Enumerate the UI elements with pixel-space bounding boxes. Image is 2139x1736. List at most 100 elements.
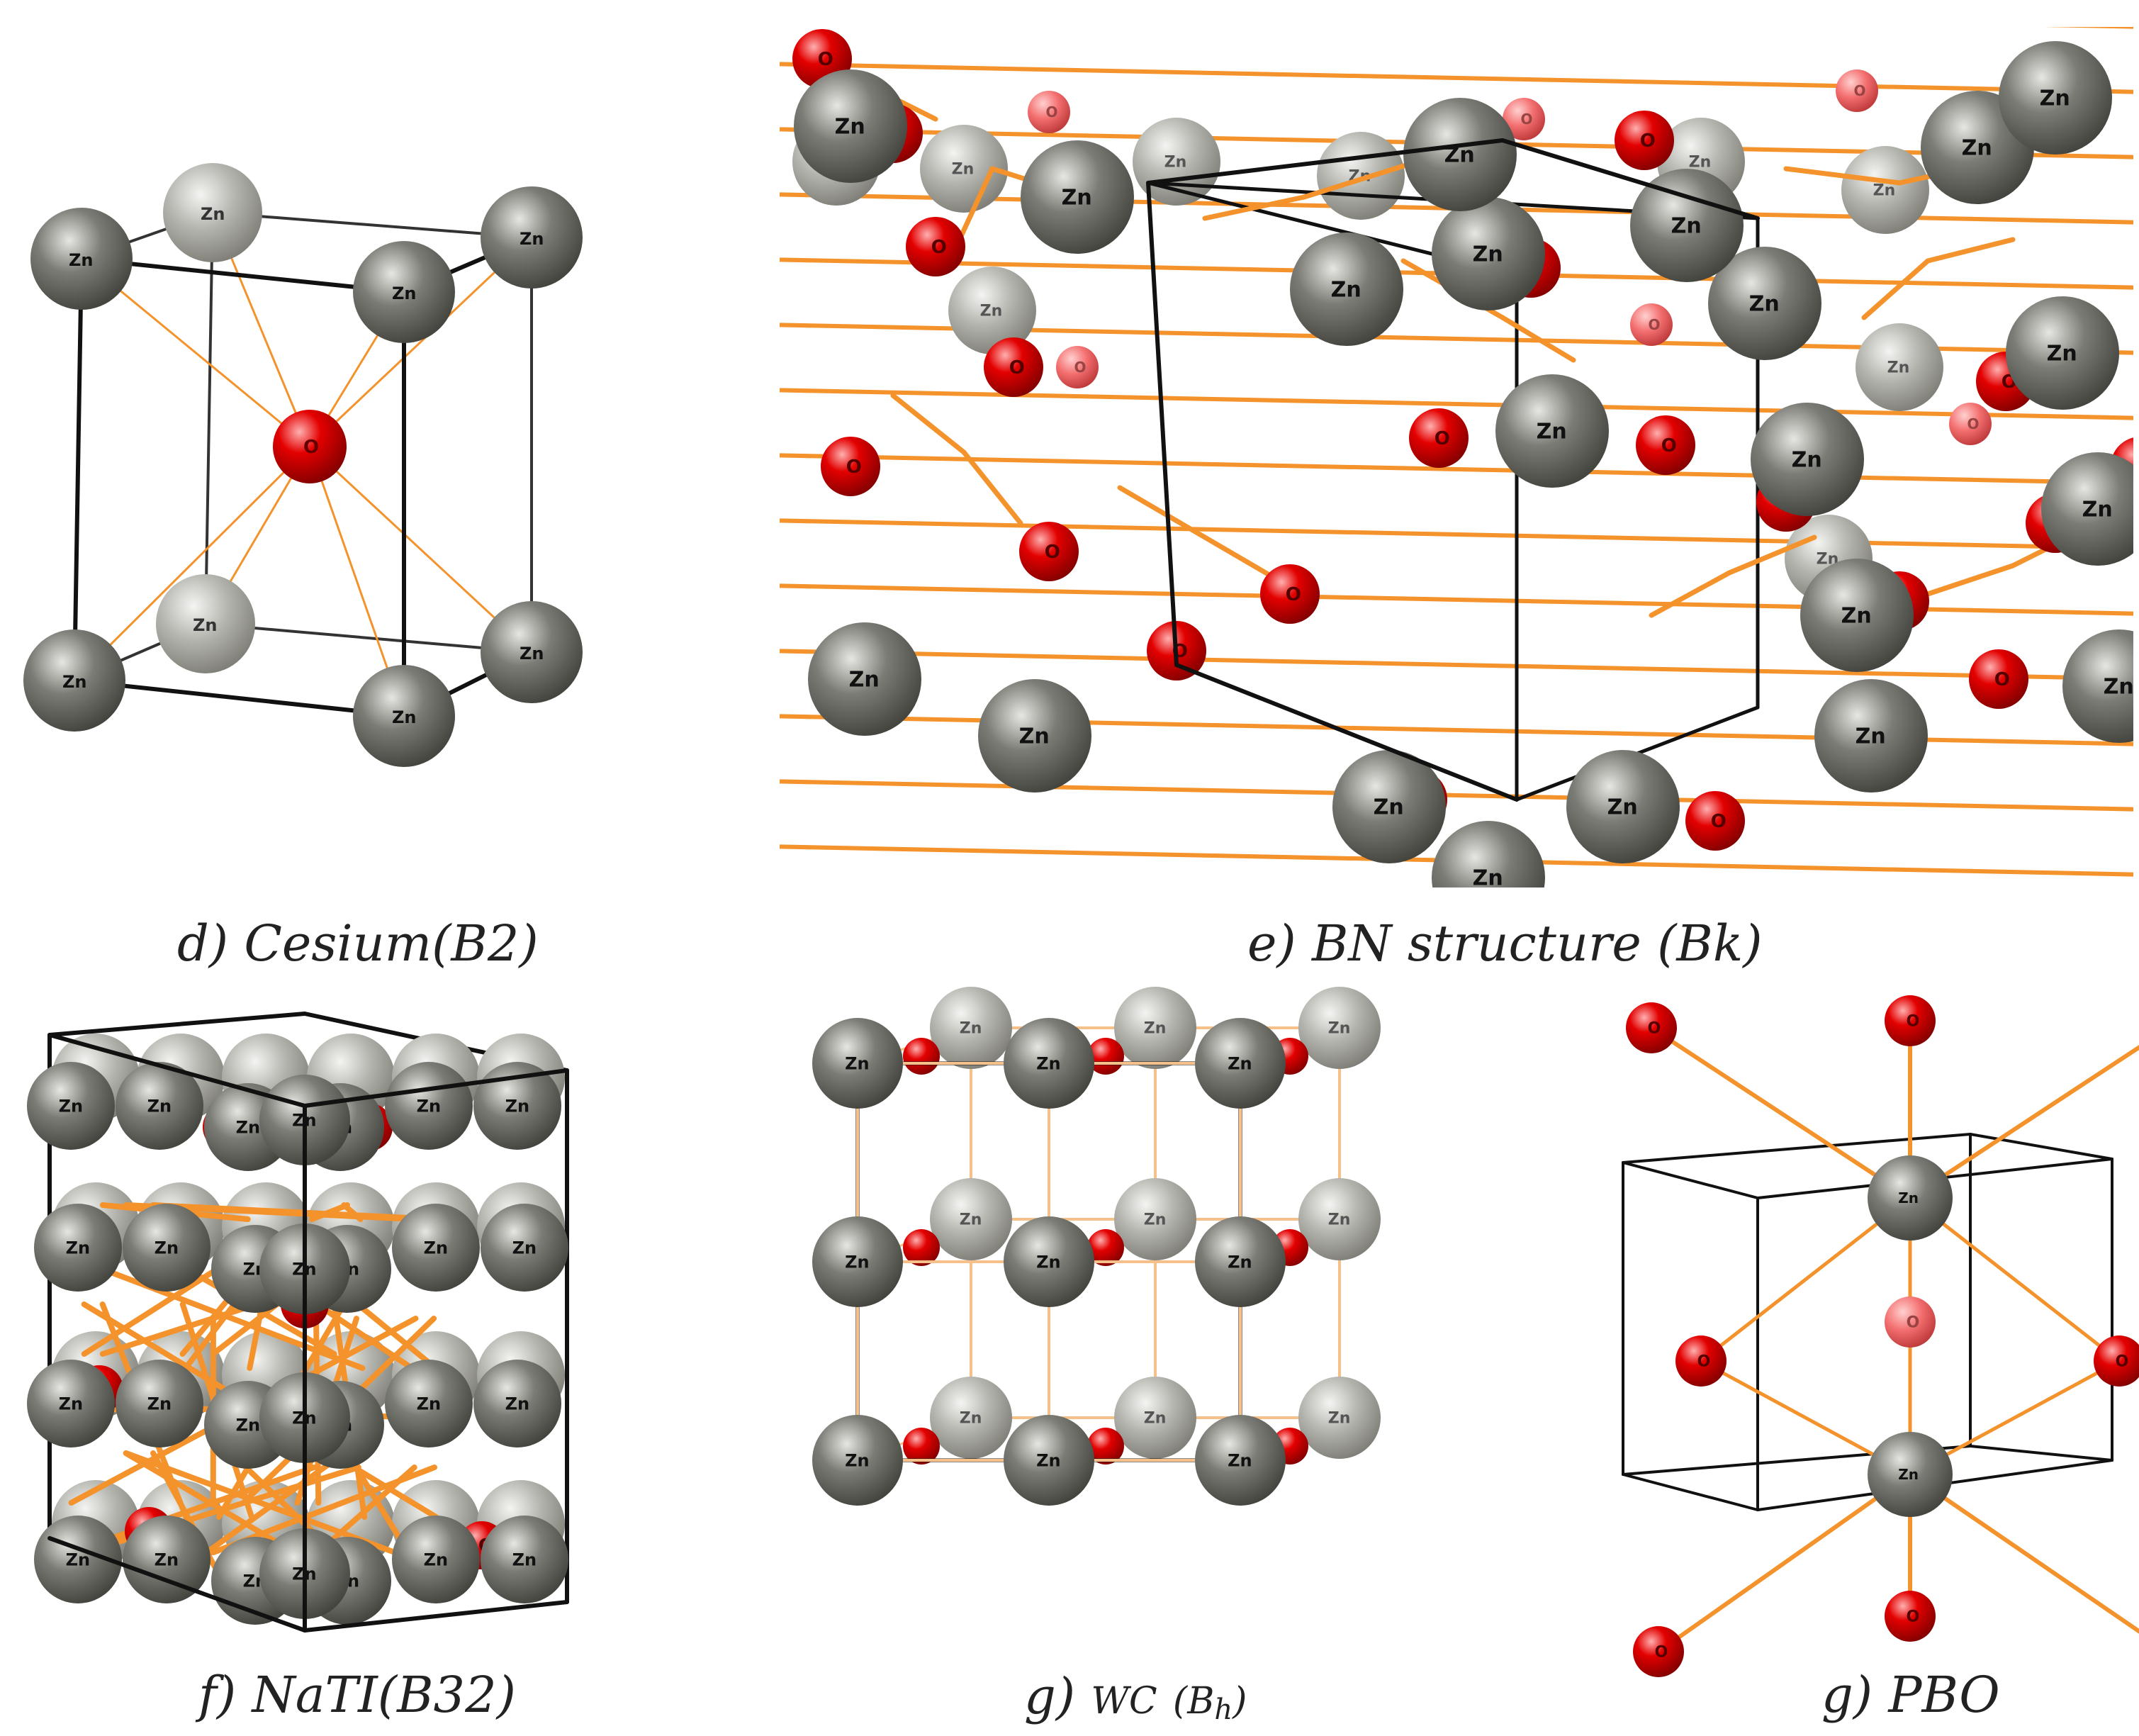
zn-atom <box>1800 559 1914 672</box>
atom-label-zn: Zn <box>417 1394 442 1413</box>
atom-label-zn: Zn <box>1607 795 1638 820</box>
zn-atom <box>1114 1178 1196 1260</box>
bond <box>341 1202 364 1222</box>
atom-label-zn: Zn <box>1689 154 1712 172</box>
o-atom <box>1969 649 2028 709</box>
o-atom <box>1615 111 1674 170</box>
atom-label-zn: Zn <box>1144 1211 1167 1229</box>
o-atom <box>1836 69 1878 112</box>
atom-label-o: O <box>1648 1020 1661 1038</box>
atom-label-zn: Zn <box>1228 1053 1252 1073</box>
caption-g-wc-main: WC <box>1091 1680 1157 1723</box>
o-atom <box>903 1428 940 1465</box>
atom-label-zn: Zn <box>201 204 225 224</box>
zn-atom <box>1999 41 2112 155</box>
zn-atom <box>1432 821 1545 887</box>
atom-label-zn: Zn <box>392 707 417 727</box>
atom-label-zn: Zn <box>960 1410 982 1428</box>
bond-row <box>780 649 2133 681</box>
bond <box>1649 1026 1912 1200</box>
atom-label-o: O <box>1046 103 1058 121</box>
zn-atom <box>1630 169 1744 282</box>
o-atom <box>1636 415 1695 475</box>
cell-edge <box>1174 663 1519 802</box>
bond <box>1699 1196 1912 1363</box>
atom-label-o: O <box>1286 584 1301 605</box>
bond <box>1500 315 1576 363</box>
cell-edge <box>1969 1133 2113 1160</box>
o-atom <box>1260 564 1320 624</box>
atom-label-zn: Zn <box>512 1238 537 1258</box>
zn-atom <box>34 1516 122 1603</box>
o-atom <box>821 437 880 496</box>
zn-atom <box>1114 1377 1196 1459</box>
zn-atom <box>948 267 1036 354</box>
bond <box>1202 194 1307 221</box>
atom-label-o: O <box>1521 111 1533 128</box>
zn-atom <box>930 1178 1012 1260</box>
atom-label-zn: Zn <box>1856 724 1886 749</box>
atom-label-o: O <box>1640 130 1656 152</box>
atom-label-zn: Zn <box>193 615 218 635</box>
zn-atom <box>116 1062 203 1150</box>
atom-label-zn: Zn <box>505 1394 530 1413</box>
caption-d: d) Cesium(B2) <box>177 914 539 973</box>
atom-label-zn: Zn <box>1898 1466 1919 1483</box>
caption-g-wc-paren-open: ( <box>1172 1680 1188 1723</box>
zn-atom <box>473 1062 561 1150</box>
structure-e-svg: ZnZnOZnZnOZnOZnOZnOZnOOZnOOOOOOOOOOOOOOO… <box>780 27 2133 887</box>
zn-atom <box>1004 1415 1094 1506</box>
atom-label-o: O <box>1655 1644 1668 1662</box>
atom-label-zn: Zn <box>1374 795 1404 820</box>
atom-label-o: O <box>2136 457 2139 478</box>
zn-atom <box>1814 679 1928 793</box>
atom-label-zn: Zn <box>1144 1410 1167 1428</box>
atom-label-zn: Zn <box>59 1394 84 1413</box>
caption-g-pbo: g) PBO <box>1821 1666 2000 1724</box>
zn-atom <box>812 1415 903 1506</box>
bond-row <box>780 779 2133 812</box>
atom-label-o: O <box>1074 359 1087 376</box>
o-atom <box>1949 403 1992 445</box>
atom-label-zn: Zn <box>1036 1450 1061 1470</box>
bond <box>1727 534 1817 576</box>
caption-g-wc-prefix: g) <box>1024 1667 1076 1725</box>
atom-label-zn: Zn <box>835 115 865 140</box>
zn-atom <box>1495 374 1609 488</box>
zn-atom <box>481 1516 568 1603</box>
atom-label-zn: Zn <box>424 1238 449 1258</box>
zn-atom <box>353 241 455 343</box>
o-atom <box>1087 1428 1124 1465</box>
o-atom <box>1885 995 1936 1046</box>
atom-label-zn: Zn <box>147 1394 172 1413</box>
zn-atom <box>123 1204 210 1292</box>
atom-label-zn: Zn <box>2082 498 2113 522</box>
atom-label-zn: Zn <box>1328 1020 1351 1038</box>
atom-label-zn: Zn <box>512 1550 537 1569</box>
o-atom <box>1675 1335 1727 1387</box>
zn-atom <box>1195 1216 1286 1307</box>
zn-atom <box>23 629 125 732</box>
structure-d-svg <box>23 163 583 767</box>
zn-atom <box>1868 1432 1953 1517</box>
bond <box>1301 159 1420 200</box>
bond <box>1908 1196 2121 1363</box>
zn-atom <box>920 125 1008 213</box>
atom-label-o: O <box>1711 811 1727 832</box>
o-atom <box>1028 91 1070 133</box>
cell-edge <box>1146 138 1505 185</box>
zn-atom <box>930 1377 1012 1459</box>
atom-label-zn: Zn <box>1962 136 1992 161</box>
atom-label-o: O <box>1967 415 1980 432</box>
atom-label-o: O <box>846 457 862 478</box>
zn-atom <box>1195 1415 1286 1506</box>
zn-atom <box>123 1516 210 1603</box>
bond <box>1908 1045 2139 1200</box>
zn-atom <box>481 1204 568 1292</box>
atom-label-o: O <box>818 49 833 70</box>
atom-label-o: O <box>1907 1013 1920 1031</box>
zn-atom <box>163 163 262 262</box>
zn-atom <box>481 186 583 289</box>
